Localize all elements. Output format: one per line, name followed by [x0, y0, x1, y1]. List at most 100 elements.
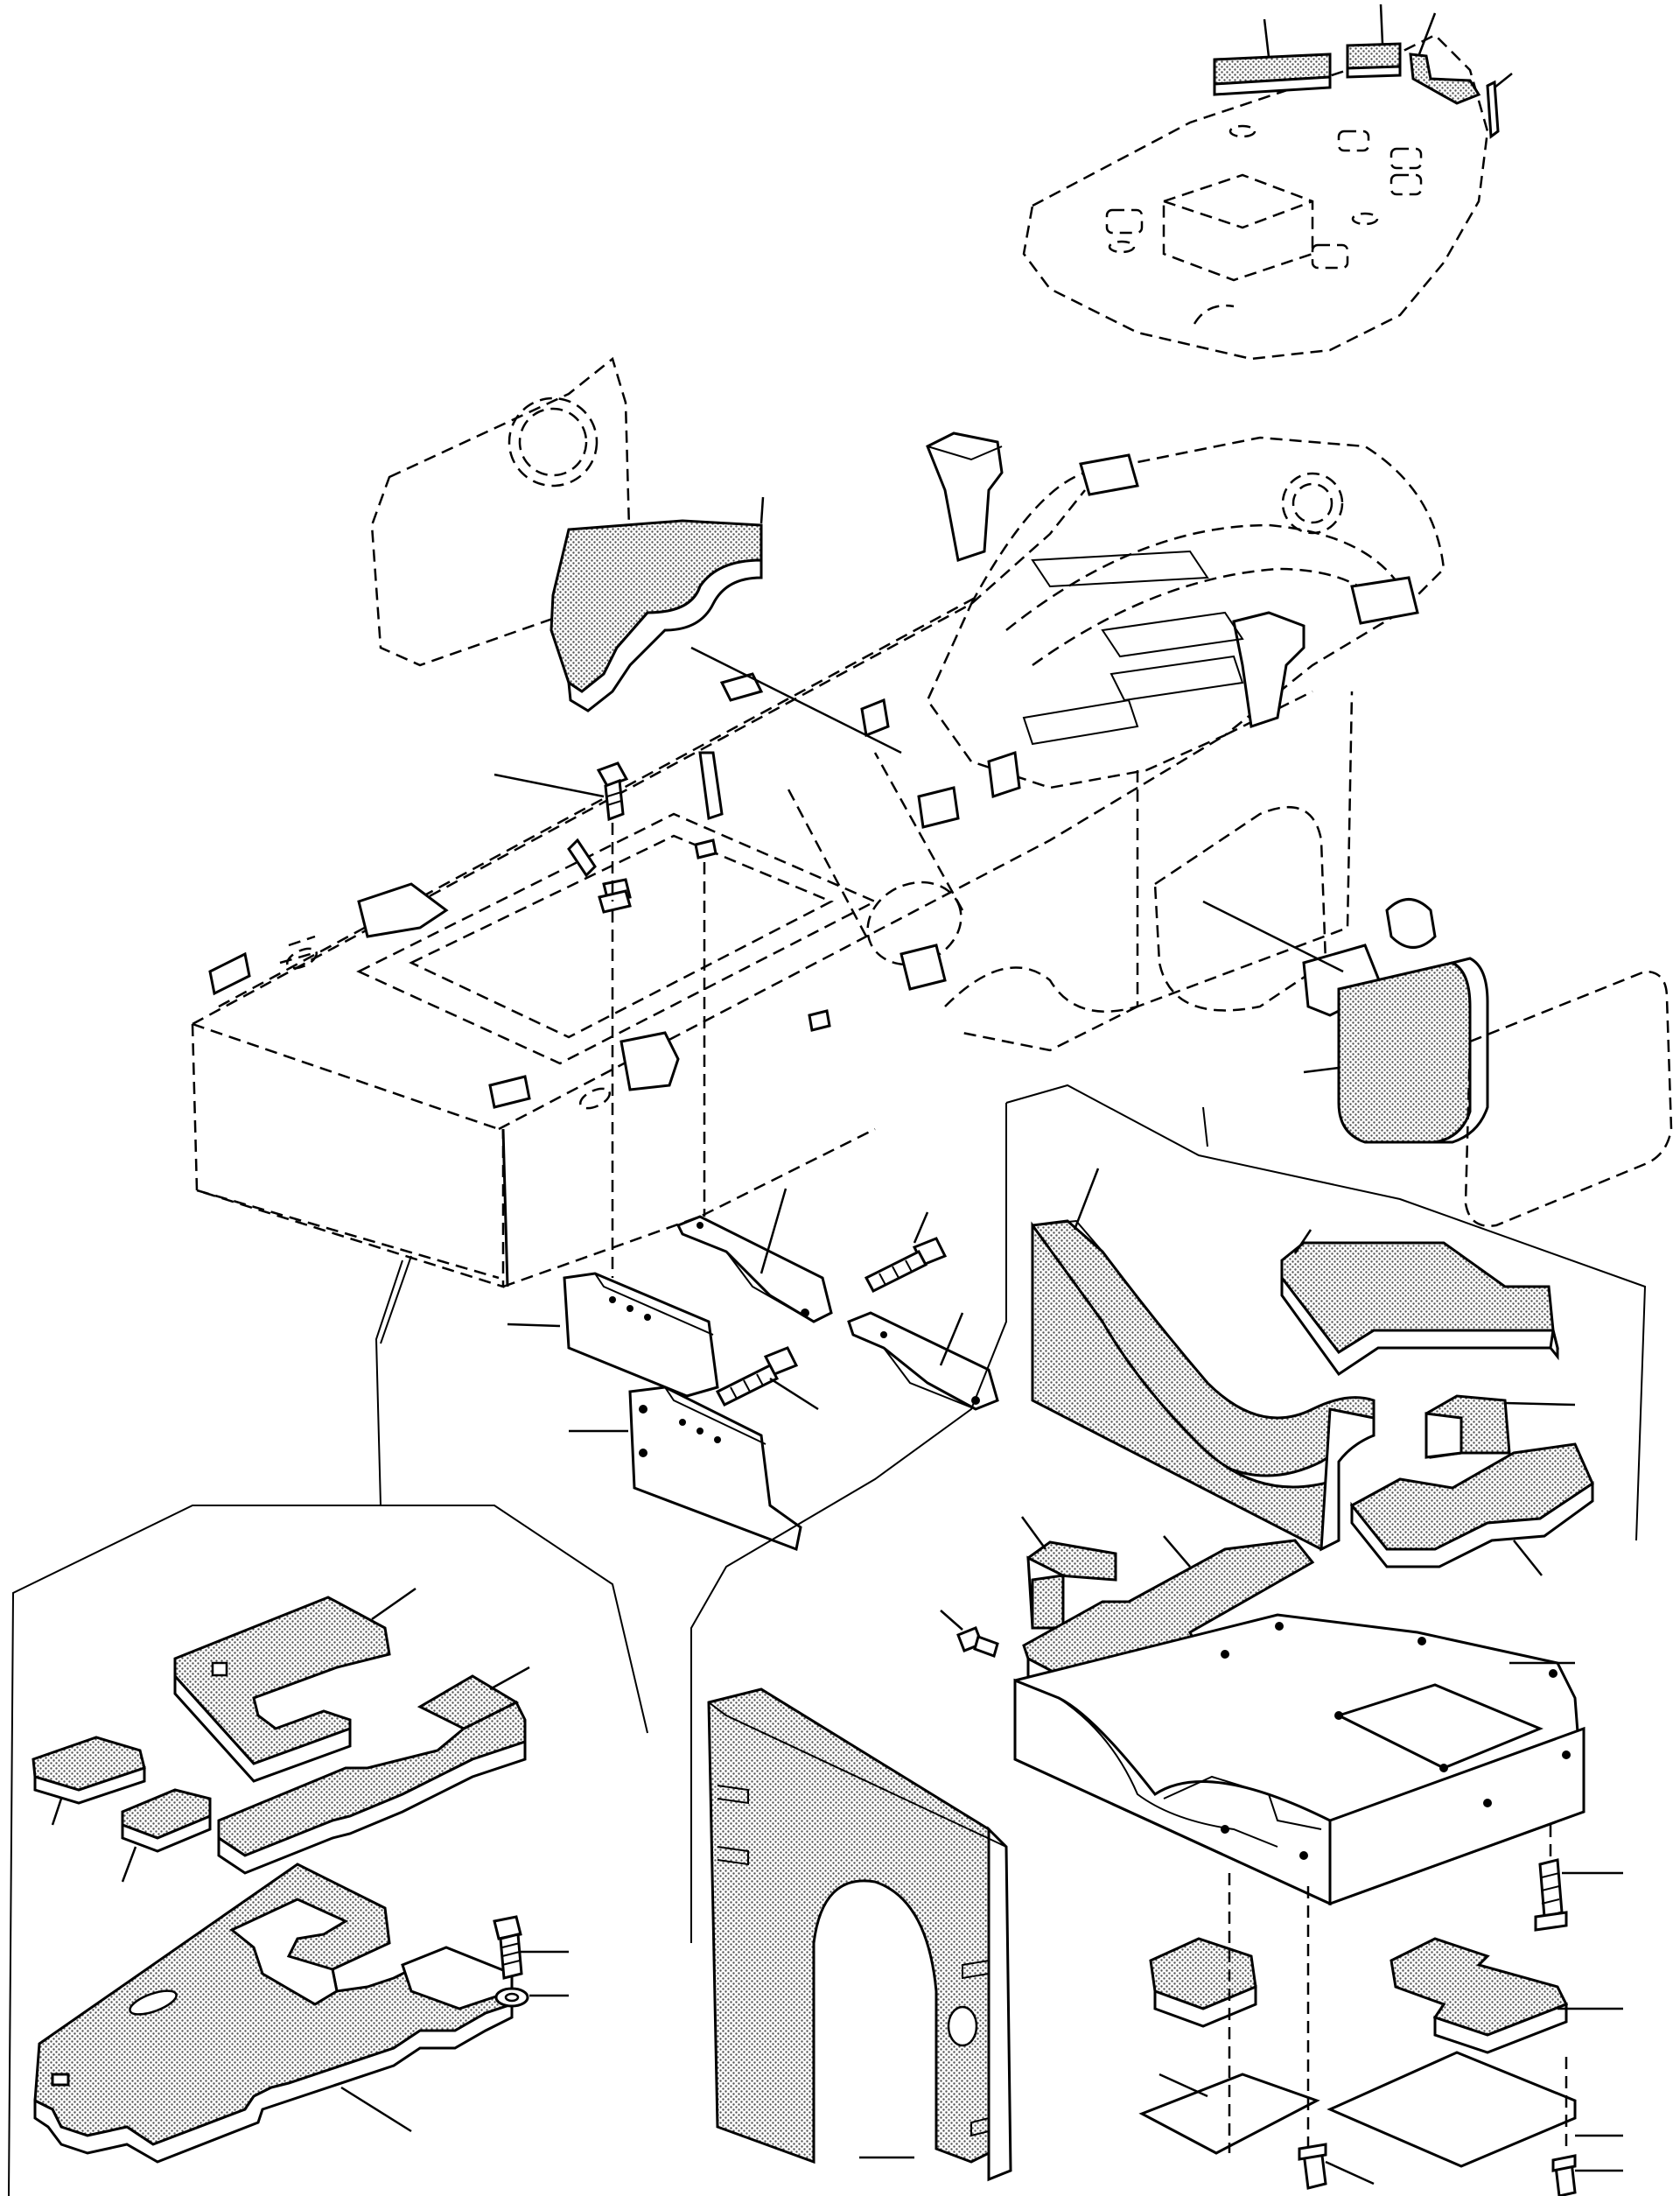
- floor-plate-assembly-top: [1022, 4, 1513, 361]
- rear-right-pad: [1337, 961, 1472, 1144]
- frame-tab: [987, 750, 1021, 799]
- frame-bracket: [567, 838, 597, 878]
- frame-rear-wall-lower: [962, 1005, 1138, 1052]
- floor-plate-step: [1163, 1775, 1322, 1830]
- frame-front-right-bracket: [488, 1075, 531, 1109]
- hex-bolt: [864, 1237, 948, 1293]
- leader-line: [371, 1587, 416, 1621]
- hex-bolt: [493, 1915, 523, 1980]
- leader-line: [939, 1312, 964, 1366]
- frame-leader-to-right: [1202, 1106, 1208, 1147]
- curved-pad-large-side: [1320, 1407, 1376, 1552]
- c-shaped-pad-edge: [173, 1673, 352, 1783]
- angle-bracket-upper: [676, 1215, 833, 1323]
- mounting-bracket-a: [563, 1272, 719, 1398]
- leader-line: [1163, 1535, 1191, 1568]
- left-side-pad-edge: [567, 558, 763, 712]
- floor-plate-opening: [1335, 1683, 1544, 1770]
- leader-line: [507, 1323, 561, 1328]
- mounting-bracket-a-edge: [594, 1273, 714, 1336]
- left-insulation-group: [32, 1587, 569, 2164]
- frame-front-panel-lower: [196, 1189, 500, 1280]
- frame-front-panel: [191, 1023, 505, 1288]
- small-pad-left-edge: [33, 1765, 146, 1805]
- flat-washer-hole: [504, 1992, 520, 2003]
- floor-plate-cutout: [1193, 304, 1235, 325]
- leader-line: [1418, 12, 1437, 55]
- hex-bolt: [1534, 1858, 1568, 1932]
- frame-crossmember: [356, 812, 878, 1065]
- top-pad-1-edge: [1213, 75, 1332, 96]
- frame-center-tube-body: [786, 752, 964, 937]
- arch-pad-edge: [987, 1826, 1012, 2182]
- arch-pad-group: [707, 1687, 1012, 2182]
- leader-line: [1494, 73, 1513, 88]
- frame-tab: [694, 838, 718, 859]
- brackets-and-bolts: [494, 496, 1344, 1552]
- right-group-boundary: [1005, 1084, 1647, 1541]
- center-group-boundary: [690, 1103, 1007, 1943]
- leader-line: [1504, 1401, 1576, 1407]
- leader-line: [760, 1188, 788, 1274]
- hex-bolt: [596, 761, 629, 822]
- arch-pad-hole: [947, 2005, 978, 2047]
- frame-left-mount: [357, 882, 449, 938]
- main-frame: [191, 356, 1673, 1288]
- frame-upper-arc: [1005, 523, 1402, 631]
- engine-mount-left: [926, 431, 1004, 562]
- c-shaped-pad-slot: [211, 1661, 228, 1677]
- leader-line: [769, 1377, 819, 1411]
- frame-right-rail: [498, 690, 1313, 1131]
- floor-plate-slot: [1337, 130, 1370, 152]
- left-group-boundary-right: [381, 1505, 648, 1734]
- leader-line: [1325, 2160, 1375, 2185]
- leader-line: [121, 1846, 137, 1883]
- top-pad-2-edge: [1346, 65, 1402, 79]
- left-group-boundary: [8, 1259, 403, 2196]
- frame-lower-bracket: [620, 1031, 680, 1091]
- frame-tab: [808, 1009, 831, 1032]
- frame-leader-to-left: [380, 1255, 412, 1344]
- mounting-bracket-b: [628, 1386, 802, 1552]
- frame-rib: [1031, 550, 1209, 588]
- left-side-cover-round-opening-inner: [518, 407, 588, 477]
- lower-pad-right-edge: [1433, 2002, 1568, 2054]
- frame-swing-ring: [1281, 472, 1344, 535]
- arch-pad-notch: [717, 1785, 749, 1805]
- frame-rear-opening: [1153, 806, 1327, 1012]
- floor-plate-slot: [1311, 243, 1349, 270]
- mount-pad-right-top: [1079, 453, 1139, 496]
- curved-pad-large-top-edge: [1032, 1219, 1103, 1252]
- floor-plate-inner-box-top: [1163, 200, 1313, 229]
- hex-bolt: [1298, 2143, 1327, 2190]
- angle-bracket-lower: [847, 1311, 999, 1411]
- floor-plate-outline: [1022, 33, 1489, 361]
- frame-center-curve: [944, 966, 1138, 1013]
- floor-plate-slot: [1390, 147, 1423, 170]
- leader-line: [340, 2086, 412, 2133]
- left-side-cover-round-opening: [508, 396, 598, 488]
- group-boundaries: [8, 1084, 1647, 2196]
- frame-tab: [917, 786, 960, 829]
- leader-line: [940, 1610, 963, 1631]
- floor-plate-hole: [1108, 240, 1136, 254]
- rear-right-damper: [1385, 898, 1437, 949]
- arch-pad-top-edge: [708, 1701, 1007, 1848]
- floor-plate-inner-box: [1162, 173, 1314, 282]
- frame-front-slot: [279, 935, 316, 965]
- small-upright-pad-face: [1031, 1574, 1065, 1630]
- angle-bracket-lower-face: [883, 1347, 976, 1410]
- frame-front-bottom-edge: [502, 1127, 876, 1288]
- large-floor-mat-edge: [33, 2002, 514, 2164]
- top-pad-2: [1346, 42, 1402, 70]
- frame-front-slot: [285, 947, 318, 970]
- floor-plate-wall: [1013, 1678, 1332, 1906]
- floor-plate-slot: [1105, 208, 1144, 235]
- engine-mount-left-top: [927, 446, 1003, 461]
- floor-plate-side-wall: [1328, 1726, 1586, 1906]
- mount-washer: [598, 889, 632, 914]
- frame-tab: [860, 698, 890, 738]
- leader-line: [1073, 1168, 1100, 1231]
- leader-line: [51, 1798, 63, 1826]
- frame-upper-arc-2: [1032, 567, 1383, 667]
